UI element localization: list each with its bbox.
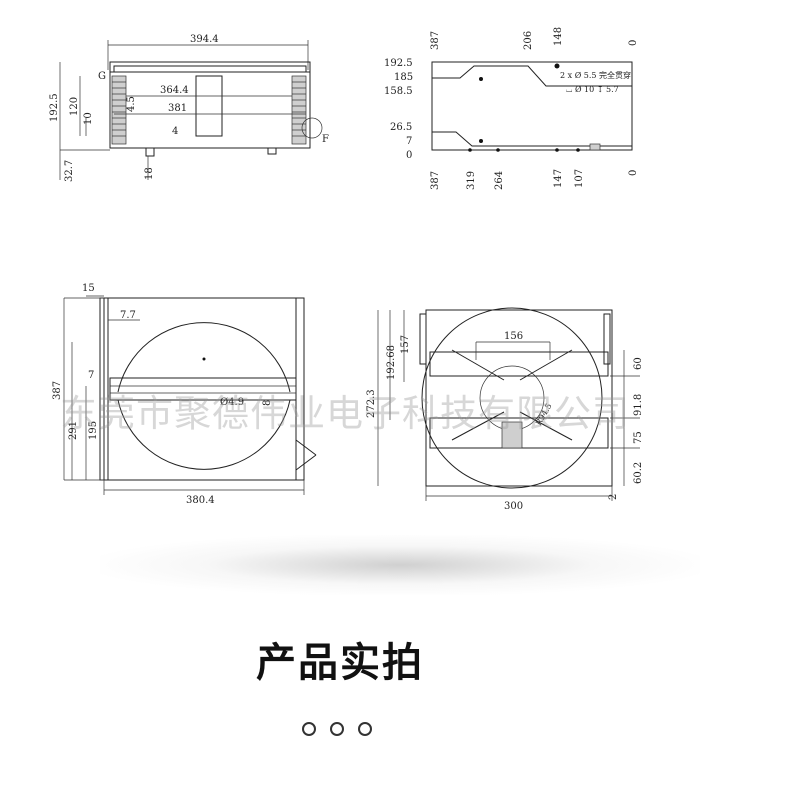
hole-marker bbox=[576, 148, 580, 152]
dim-diameter: Ø4.9 bbox=[220, 397, 244, 408]
dim-h-19268: 192.68 bbox=[386, 345, 397, 380]
dim-inner-2: 381 bbox=[168, 103, 187, 114]
pager-dot[interactable] bbox=[330, 722, 344, 736]
dim-77: 7.7 bbox=[120, 310, 136, 321]
pager-dots bbox=[302, 722, 372, 736]
level-label: 26.5 bbox=[390, 122, 412, 133]
dim-h-291: 291 bbox=[68, 421, 79, 440]
bottom-tick-label: 264 bbox=[494, 171, 505, 190]
bottom-tick-label: 107 bbox=[574, 169, 585, 188]
dim-r-60: 60 bbox=[633, 357, 644, 370]
dim-width-bottom-left: 380.4 bbox=[186, 495, 215, 506]
hole-marker bbox=[554, 63, 560, 69]
view-bottom-left: 387 291 195 15 7.7 7 Ø4.9 8 380.4 bbox=[52, 283, 317, 506]
dim-h-327: 32.7 bbox=[64, 160, 75, 182]
dim-width-top: 394.4 bbox=[190, 34, 219, 45]
hole-marker bbox=[479, 139, 483, 143]
dim-inner-1: 364.4 bbox=[160, 85, 189, 96]
dim-h-2723: 272.3 bbox=[366, 389, 377, 418]
dim-h-10: 10 bbox=[83, 112, 94, 125]
dim-r-2: 2 bbox=[608, 494, 619, 500]
pager-dot[interactable] bbox=[358, 722, 372, 736]
dim-w-156: 156 bbox=[504, 331, 523, 342]
dim-r-602: 60.2 bbox=[633, 462, 644, 484]
dim-h-45: 4.5 bbox=[126, 96, 137, 112]
dim-radius: R94.5 bbox=[534, 402, 554, 427]
dim-r-918: 91.8 bbox=[633, 394, 644, 416]
view-bottom-right: 156 272.3 192.68 157 60 91.8 75 60.2 2 R… bbox=[366, 307, 644, 512]
mark-f: F bbox=[322, 134, 329, 145]
hole-marker bbox=[479, 77, 483, 81]
top-tick-label: 206 bbox=[523, 31, 534, 50]
dim-h-120: 120 bbox=[69, 97, 80, 116]
hole-marker bbox=[468, 148, 472, 152]
bottom-tick-label: 0 bbox=[628, 170, 639, 176]
dim-h-18: 18 bbox=[144, 167, 155, 180]
bottom-tick-label: 387 bbox=[430, 171, 441, 190]
technical-drawing: 394.4 364.4 381 bbox=[49, 27, 644, 512]
pager-dot[interactable] bbox=[302, 722, 316, 736]
dim-r-75: 75 bbox=[633, 431, 644, 444]
dim-h-157: 157 bbox=[400, 335, 411, 354]
dim-h-total: 192.5 bbox=[49, 93, 60, 122]
view-top-left: 394.4 364.4 381 bbox=[49, 34, 329, 182]
top-tick-label: 148 bbox=[553, 27, 564, 46]
dim-h-4: 4 bbox=[172, 126, 178, 137]
bottom-tick-label: 147 bbox=[553, 169, 564, 188]
hole-note-1: 2 x Ø 5.5 完全贯穿 bbox=[560, 70, 631, 80]
bottom-tick-label: 319 bbox=[466, 171, 477, 190]
level-label: 185 bbox=[394, 72, 413, 83]
mark-g: G bbox=[98, 71, 106, 82]
dim-8: 8 bbox=[262, 400, 273, 406]
level-label: 7 bbox=[406, 136, 412, 147]
dim-7: 7 bbox=[88, 370, 94, 381]
dim-width-bottom-right: 300 bbox=[504, 501, 523, 512]
hole-marker bbox=[555, 148, 559, 152]
level-label: 192.5 bbox=[384, 58, 413, 69]
dim-h-195: 195 bbox=[88, 421, 99, 440]
dim-h-387: 387 bbox=[52, 381, 63, 400]
section-title: 产品实拍 bbox=[256, 640, 424, 686]
hole-marker bbox=[496, 148, 500, 152]
divider-shadow bbox=[100, 535, 700, 595]
level-label: 158.5 bbox=[384, 86, 413, 97]
top-tick-label: 387 bbox=[430, 31, 441, 50]
view-top-right: 192.5 185 158.5 26.5 7 0 387 206 148 0 3… bbox=[384, 27, 639, 190]
level-label: 0 bbox=[406, 150, 412, 161]
hole-note-2: ⌴ Ø 10 ↧ 5.7 bbox=[566, 85, 619, 94]
dim-top-15: 15 bbox=[82, 283, 95, 294]
top-tick-label: 0 bbox=[628, 40, 639, 46]
